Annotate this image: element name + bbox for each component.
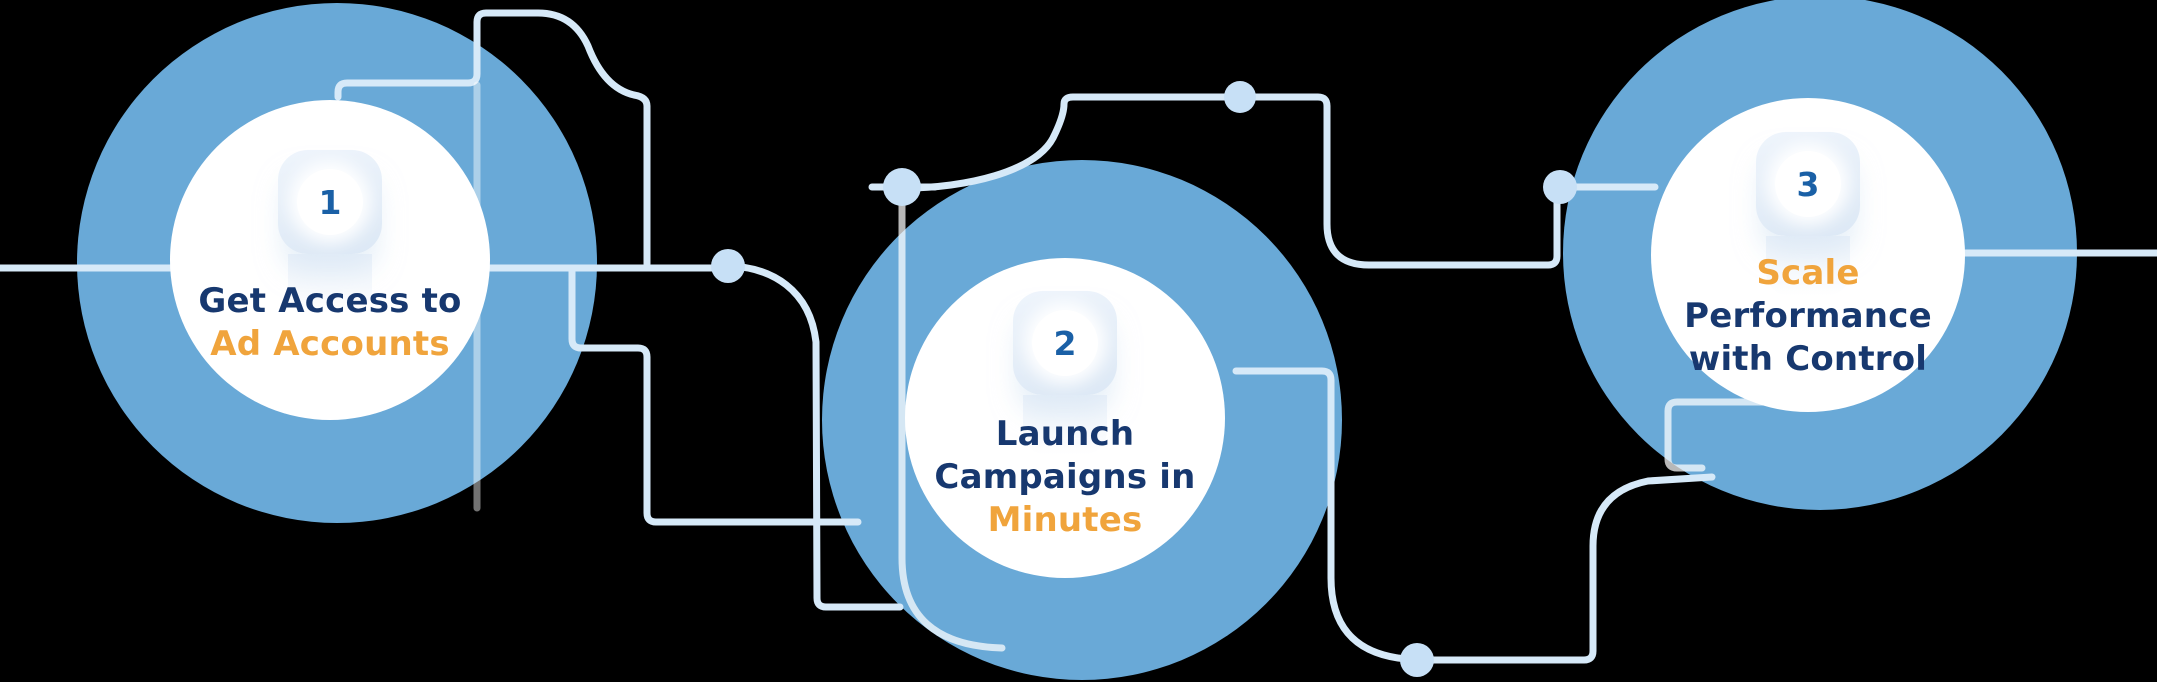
circuit-node-dot xyxy=(1543,170,1577,204)
step-1-number: 1 xyxy=(318,182,342,222)
step-title-line: Campaigns in xyxy=(934,457,1196,497)
circuit-node-dot xyxy=(1224,81,1256,113)
circuit-trace-white xyxy=(1664,398,1794,472)
step-3-number-badge: 3 xyxy=(1756,132,1860,296)
step-title-line: with Control xyxy=(1688,339,1928,379)
circuit-node-dot xyxy=(711,249,745,283)
step-1-number-badge: 1 xyxy=(278,150,382,314)
circuit-node-dot xyxy=(883,168,921,206)
circuit-trace xyxy=(1232,367,1419,664)
step-title-line: Scale xyxy=(1756,253,1860,293)
circuit-trace xyxy=(568,264,862,526)
step-title-line: Performance xyxy=(1684,296,1932,336)
step-3-number: 3 xyxy=(1796,164,1820,204)
step-title-line: Get Access to xyxy=(198,281,462,321)
step-2-number: 2 xyxy=(1053,323,1077,363)
circuit-node-dot xyxy=(1400,643,1434,677)
step-number-core: 3 xyxy=(1775,151,1841,217)
circuit-trace xyxy=(1415,473,1716,664)
circuit-trace xyxy=(334,9,651,268)
circuit-trace xyxy=(724,262,904,611)
step-title-line: Launch xyxy=(995,414,1135,454)
circuit-trace xyxy=(901,93,1561,269)
step-title-line: Minutes xyxy=(987,500,1143,540)
step-number-core: 2 xyxy=(1032,310,1098,376)
step-number-core: 1 xyxy=(297,169,363,235)
circuit-trace-white xyxy=(898,196,1006,652)
step-title-line: Ad Accounts xyxy=(210,324,450,364)
step-2-number-badge: 2 xyxy=(1013,291,1117,455)
